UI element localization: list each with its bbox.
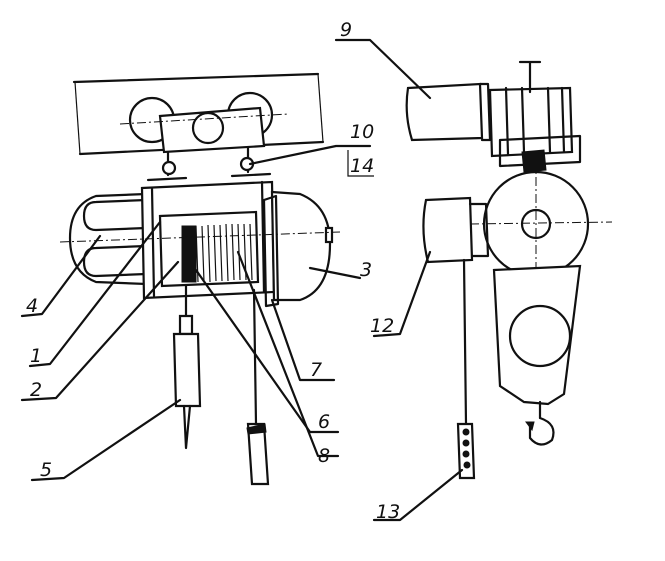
pendant-chain bbox=[456, 258, 476, 480]
rope-and-weight bbox=[246, 288, 270, 486]
trolley-motor bbox=[405, 82, 492, 142]
side-motor bbox=[422, 196, 490, 264]
label-9: 9 bbox=[340, 19, 352, 41]
label-3: 3 bbox=[360, 259, 372, 281]
label-6: 6 bbox=[318, 411, 330, 433]
drum-housing bbox=[140, 180, 276, 300]
hook-block bbox=[492, 264, 582, 446]
leader-lines-right bbox=[334, 38, 464, 522]
label-13: 13 bbox=[376, 501, 400, 523]
part-labels: 1 2 3 4 5 6 7 8 9 10 12 13 14 bbox=[26, 19, 400, 523]
label-2: 2 bbox=[30, 379, 42, 401]
center-line-left bbox=[59, 231, 341, 243]
label-4: 4 bbox=[26, 295, 38, 317]
leader-lines-left bbox=[20, 144, 374, 482]
hoist-body-side bbox=[469, 160, 613, 300]
label-14: 14 bbox=[350, 155, 374, 177]
left-view bbox=[20, 72, 374, 486]
right-view bbox=[334, 38, 613, 522]
gearbox bbox=[262, 190, 334, 308]
trolley bbox=[119, 91, 289, 182]
label-12: 12 bbox=[370, 315, 394, 337]
label-1: 1 bbox=[30, 345, 42, 367]
motor-left bbox=[68, 192, 148, 286]
label-8: 8 bbox=[318, 445, 330, 467]
label-10: 10 bbox=[350, 121, 374, 143]
trolley-frame-right bbox=[488, 60, 582, 173]
label-5: 5 bbox=[40, 459, 52, 481]
control-pendant bbox=[172, 284, 202, 450]
label-7: 7 bbox=[310, 359, 322, 381]
